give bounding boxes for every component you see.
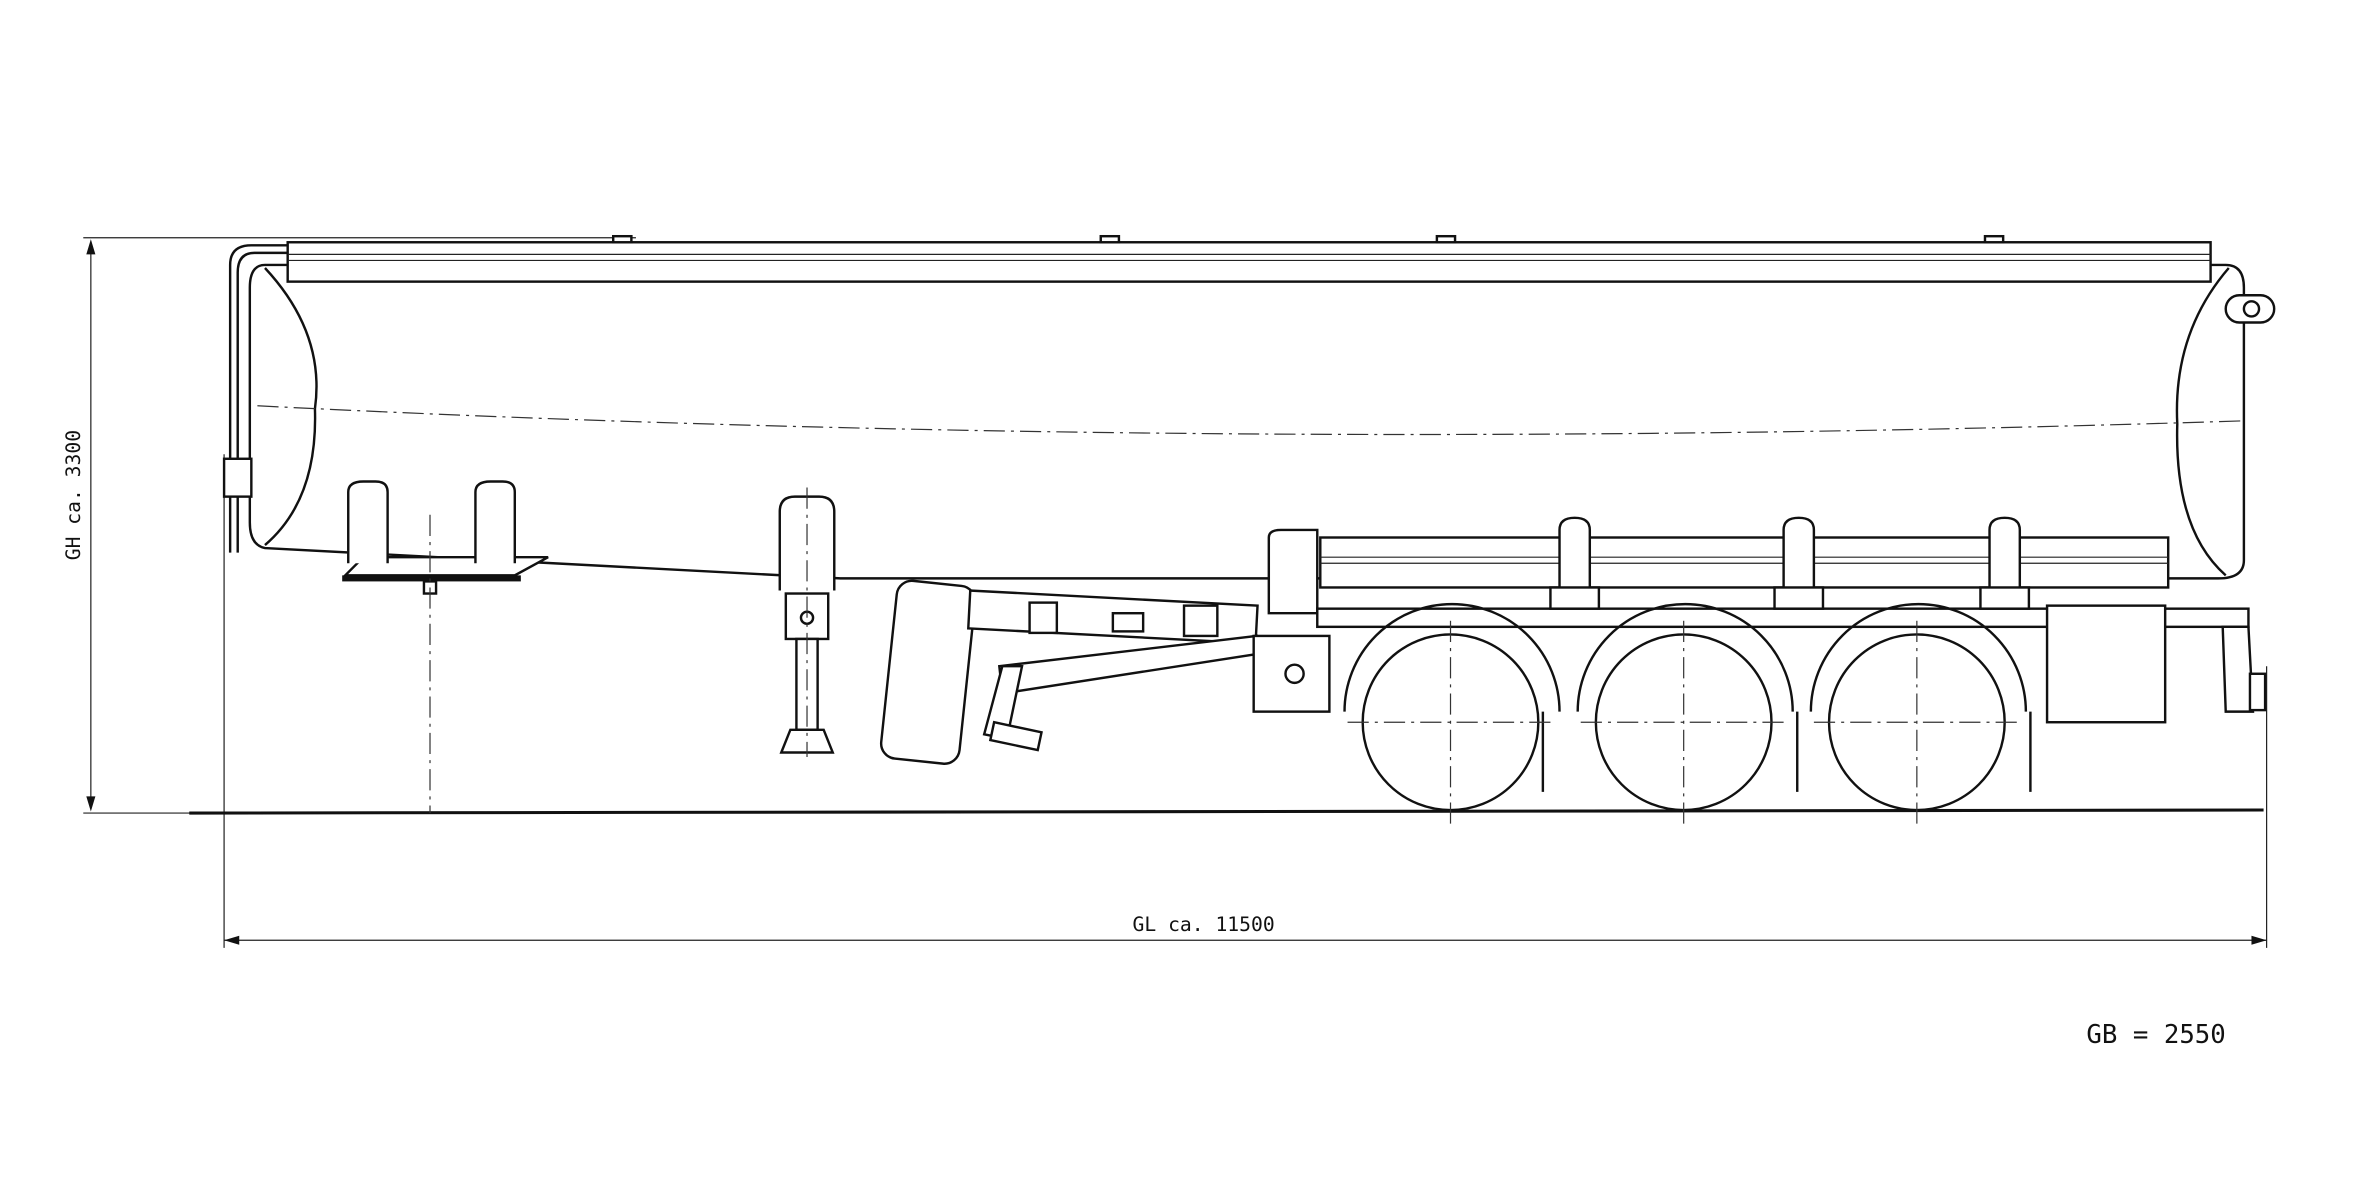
axle-wheels — [1343, 602, 2032, 826]
chassis — [1252, 516, 2267, 724]
rear-light — [2224, 294, 2276, 324]
wheel-2 — [1576, 602, 1799, 826]
height-dimension: GH ca. 3300 — [62, 237, 636, 814]
discharge-pipe — [966, 589, 1259, 752]
wheel-1 — [1343, 602, 1561, 826]
length-label: GL ca. 11500 — [1133, 913, 1275, 936]
landing-gear — [778, 487, 836, 758]
wheel-3 — [1809, 602, 2032, 826]
tool-box — [2045, 604, 2167, 724]
height-label: GH ca. 3300 — [62, 430, 85, 560]
ground-line — [189, 808, 2264, 815]
length-dimension: GL ca. 11500 — [223, 454, 2268, 948]
width-label: GB = 2550 — [2086, 1020, 2225, 1050]
ladder — [222, 244, 288, 553]
kingpin-plate — [342, 480, 549, 814]
spare-wheel — [879, 579, 977, 765]
tank-body — [248, 234, 2246, 580]
